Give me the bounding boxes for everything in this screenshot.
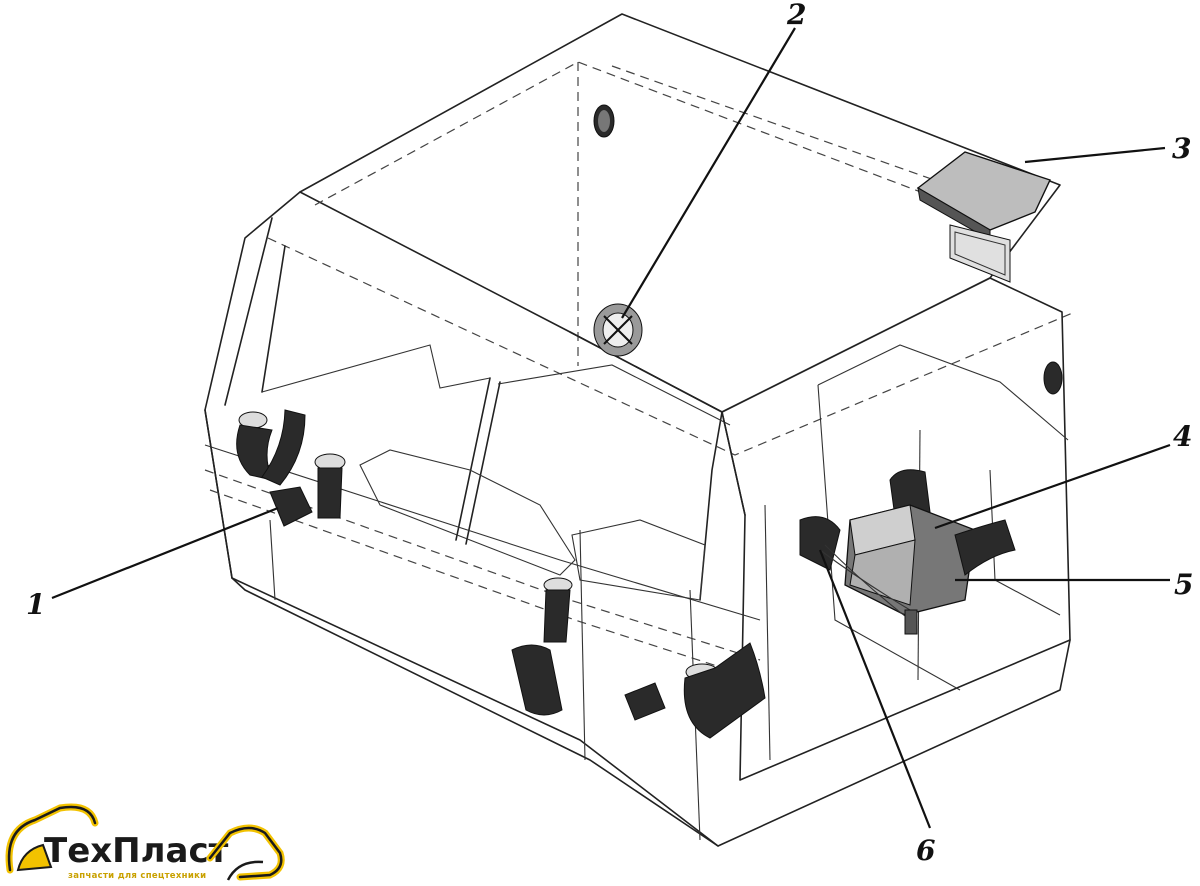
callout-6: 6 <box>916 834 935 867</box>
left-air-ducts <box>236 409 346 527</box>
leader-4 <box>934 443 1171 530</box>
side-grille <box>1043 361 1063 395</box>
callout-3: 3 <box>1172 132 1191 165</box>
leader-6 <box>818 549 932 829</box>
callout-1: 1 <box>26 588 45 621</box>
logo-name: ТехПласт <box>44 831 229 871</box>
techplast-logo: ТехПласт запчасти для спецтехники <box>5 803 285 881</box>
heater-unit <box>799 469 1016 635</box>
leader-1 <box>51 506 279 600</box>
logo-tagline: запчасти для спецтехники <box>68 871 206 881</box>
ceiling-fan <box>593 303 643 357</box>
callouts: 1 2 3 4 5 6 <box>26 0 1193 867</box>
leader-2 <box>621 27 796 319</box>
callout-5: 5 <box>1174 568 1193 601</box>
callout-4: 4 <box>1173 420 1192 453</box>
leader-lines <box>51 27 1171 829</box>
roof-hatch <box>916 151 1051 283</box>
roof-grille <box>593 104 615 138</box>
center-air-ducts <box>511 577 766 739</box>
callout-2: 2 <box>786 0 806 31</box>
leader-3 <box>1024 146 1166 164</box>
cab-body <box>204 13 1076 847</box>
